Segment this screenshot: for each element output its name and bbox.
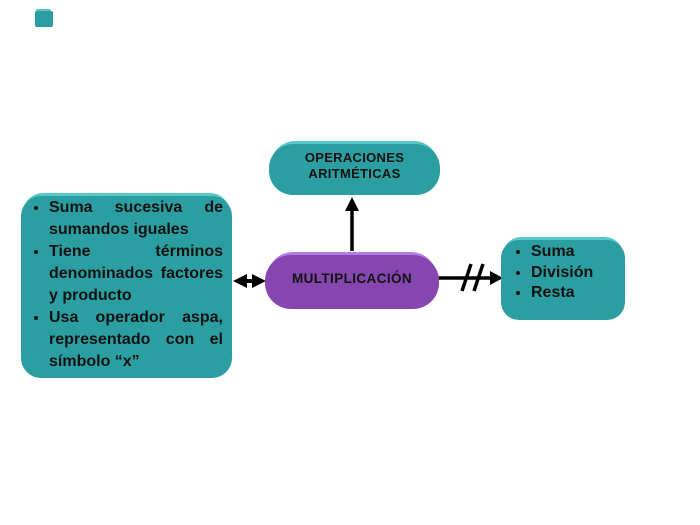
list-item: Resta — [531, 283, 617, 304]
bullet-list: Suma División Resta — [513, 242, 617, 304]
node-label: OPERACIONES ARITMÉTICAS — [304, 149, 405, 181]
connector-left-double-arrow[interactable] — [233, 274, 266, 288]
node-multiplicacion[interactable]: MULTIPLICACIÓN — [265, 252, 439, 309]
connector-right-broken-arrow[interactable] — [438, 263, 503, 292]
break-slash-icon — [472, 263, 485, 292]
list-item: División — [531, 263, 617, 284]
bullet-list: Suma sucesiva de sumandos iguales Tiene … — [31, 197, 223, 373]
connector-up-arrow[interactable] — [345, 197, 359, 251]
decoration-square[interactable] — [35, 9, 53, 27]
list-item: Tiene términos denominados factores y pr… — [49, 241, 223, 307]
up-arrowhead-icon — [345, 197, 359, 211]
node-left-notes[interactable]: Suma sucesiva de sumandos iguales Tiene … — [21, 193, 232, 378]
break-slash-icon — [460, 263, 473, 292]
right-arrowhead-icon — [252, 274, 266, 288]
list-item: Usa operador aspa, representado con el s… — [49, 307, 223, 373]
node-label: MULTIPLICACIÓN — [291, 270, 413, 286]
list-item: Suma — [531, 242, 617, 263]
left-arrowhead-icon — [233, 274, 247, 288]
node-operaciones-aritmeticas[interactable]: OPERACIONES ARITMÉTICAS — [269, 141, 440, 195]
node-right-notes[interactable]: Suma División Resta — [501, 237, 625, 320]
right-arrowhead-icon — [490, 271, 503, 285]
list-item: Suma sucesiva de sumandos iguales — [49, 197, 223, 241]
